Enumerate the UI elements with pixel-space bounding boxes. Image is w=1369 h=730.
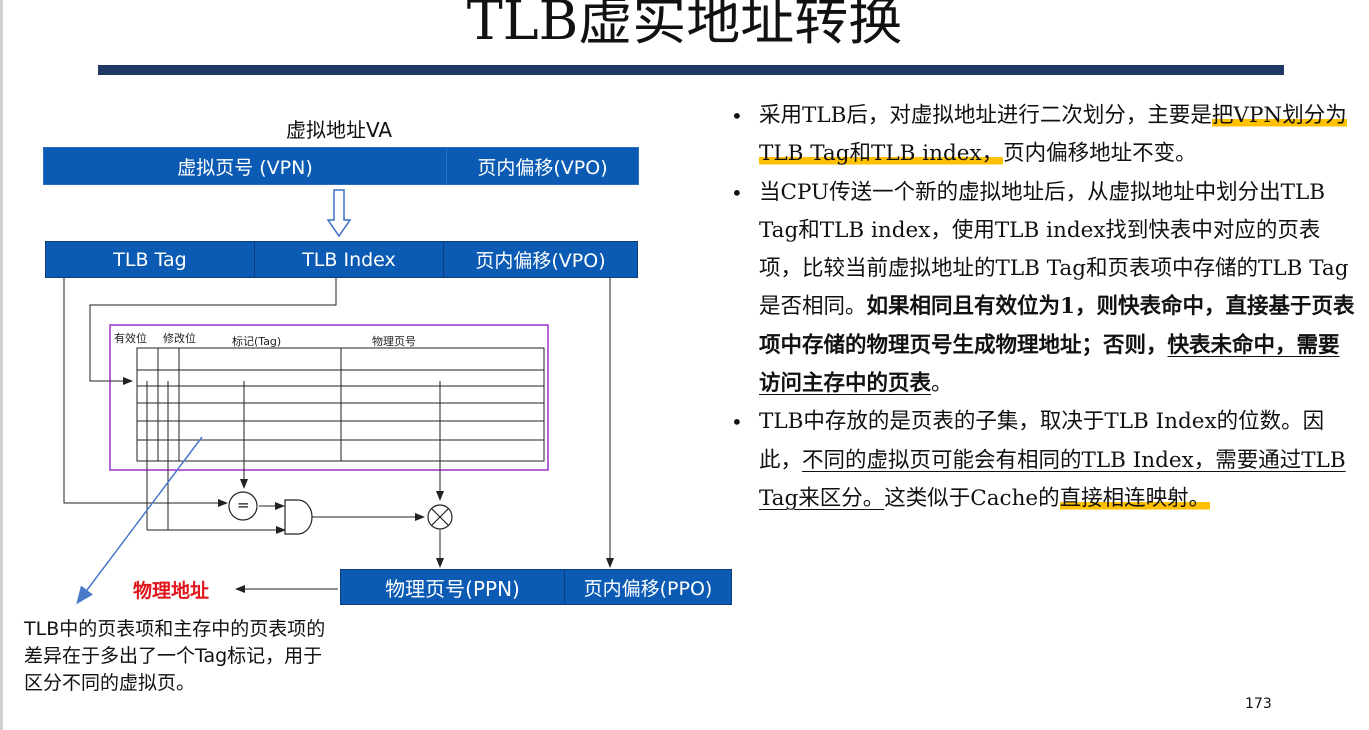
bullet-2-text: 当CPU传送一个新的虚拟地址后，从虚拟地址中划分出TLB Tag和TLB ind… (759, 179, 1349, 320)
split-arrow-icon (326, 189, 352, 238)
page-number: 173 (1245, 696, 1272, 712)
multiplexer-icon (427, 504, 453, 530)
col-ppn-label: 物理页号 (372, 335, 416, 348)
bullet-3-underline: 不同的虚拟页可能会有相同的TLB Index，需要通过TLB Tag来区分。 (759, 447, 1346, 511)
compare-icon (228, 491, 258, 521)
pointer-arrow (76, 436, 203, 605)
bullet-1-text-end: 页内偏移地址不变。 (1003, 141, 1197, 167)
note-line: 差异在于多出了一个Tag标记，用于 (24, 645, 323, 667)
slide-title: TLB虚实地址转换 (466, 0, 903, 52)
vpn-box: 虚拟页号 (VPN) (43, 147, 447, 185)
title-underline-bar (98, 65, 1284, 75)
bullet-item-1: 采用TLB后，对虚拟地址进行二次划分，主要是把VPN划分为TLB Tag和TLB… (727, 97, 1361, 174)
bullet-1-text: 采用TLB后，对虚拟地址进行二次划分，主要是 (759, 103, 1212, 128)
bullet-2-end: 。 (931, 371, 953, 397)
bullet-list: 采用TLB后，对虚拟地址进行二次划分，主要是把VPN划分为TLB Tag和TLB… (727, 97, 1361, 518)
ppn-box: 物理页号(PPN) (340, 569, 565, 605)
bullet-item-2: 当CPU传送一个新的虚拟地址后，从虚拟地址中划分出TLB Tag和TLB ind… (727, 174, 1361, 404)
note-line: TLB中的页表项和主存中的页表项的 (24, 618, 326, 640)
index-line (89, 278, 337, 385)
left-edge-border (0, 0, 3, 730)
bullet-item-3: TLB中存放的是页表的子集，取决于TLB Index的位数。因此，不同的虚拟页可… (727, 403, 1361, 518)
tlb-tag-box: TLB Tag (45, 241, 255, 278)
bullet-2-bold-underline: 快表未命中，需要访问主存中的页表 (759, 332, 1340, 397)
bullet-2-bold: 如果相同且有效位为1，则快表命中，直接基于页表项中存储的物理页号生成物理地址；否… (759, 294, 1355, 358)
vpo-box-mid: 页内偏移(VPO) (443, 241, 638, 278)
and-gate-icon (284, 499, 313, 535)
compare-symbol: = (237, 496, 250, 514)
col-tag-label: 标记(Tag) (232, 335, 282, 348)
bullet-3-highlight: 直接相连映射。 (1059, 485, 1211, 511)
va-label: 虚拟地址VA (286, 118, 393, 142)
tlb-table-grid (136, 347, 545, 462)
physical-address-label: 物理地址 (133, 580, 210, 602)
vpo-box-top: 页内偏移(VPO) (446, 147, 639, 185)
note-line: 区分不同的虚拟页。 (24, 672, 196, 694)
col-dirty-label: 修改位 (163, 332, 196, 345)
bullet-3-text: TLB中存放的是页表的子集，取决于TLB Index的位数。因此， (759, 409, 1325, 473)
tlb-frame (109, 324, 549, 471)
tlb-index-box: TLB Index (254, 241, 444, 278)
ppo-box: 页内偏移(PPO) (564, 569, 732, 605)
col-valid-label: 有效位 (114, 332, 147, 345)
tag-line (63, 278, 228, 507)
bullet-3-text-mid: 这类似于Cache的 (884, 485, 1060, 511)
diagram-note: TLB中的页表项和主存中的页表项的 差异在于多出了一个Tag标记，用于 区分不同… (24, 616, 444, 697)
